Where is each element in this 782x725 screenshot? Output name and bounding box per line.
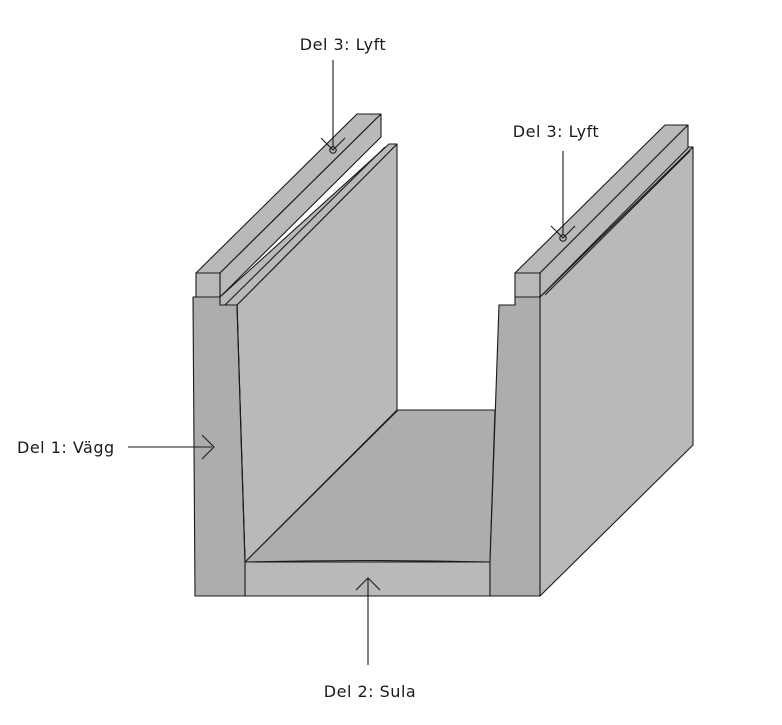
arrowhead-sole-icon — [355, 577, 381, 591]
label-lift-left: Del 3: Lyft — [300, 35, 386, 54]
arrowhead-wall-icon — [201, 434, 215, 460]
sole-front-seam — [244, 559, 491, 563]
label-wall: Del 1: Vägg — [17, 438, 115, 457]
leader-wall — [128, 434, 215, 460]
label-lift-right: Del 3: Lyft — [513, 122, 599, 141]
u-element-concrete — [192, 113, 694, 597]
label-sole: Del 2: Sula — [324, 682, 416, 701]
leader-lift-right — [550, 151, 576, 239]
arrowhead-lift-right-icon — [550, 225, 576, 239]
arrowhead-lift-left-icon — [320, 137, 346, 151]
left-lift-ridge-front — [195, 272, 221, 298]
leader-sole — [355, 577, 381, 665]
right-ledge-groove — [544, 150, 691, 296]
right-lift-ridge-front — [514, 272, 541, 298]
left-wall-top-ledge — [219, 143, 398, 306]
leader-lift-left — [320, 60, 346, 151]
left-ledge-groove — [224, 146, 386, 306]
right-wall-front-face — [489, 296, 541, 597]
left-wall-chamfer — [236, 304, 246, 563]
